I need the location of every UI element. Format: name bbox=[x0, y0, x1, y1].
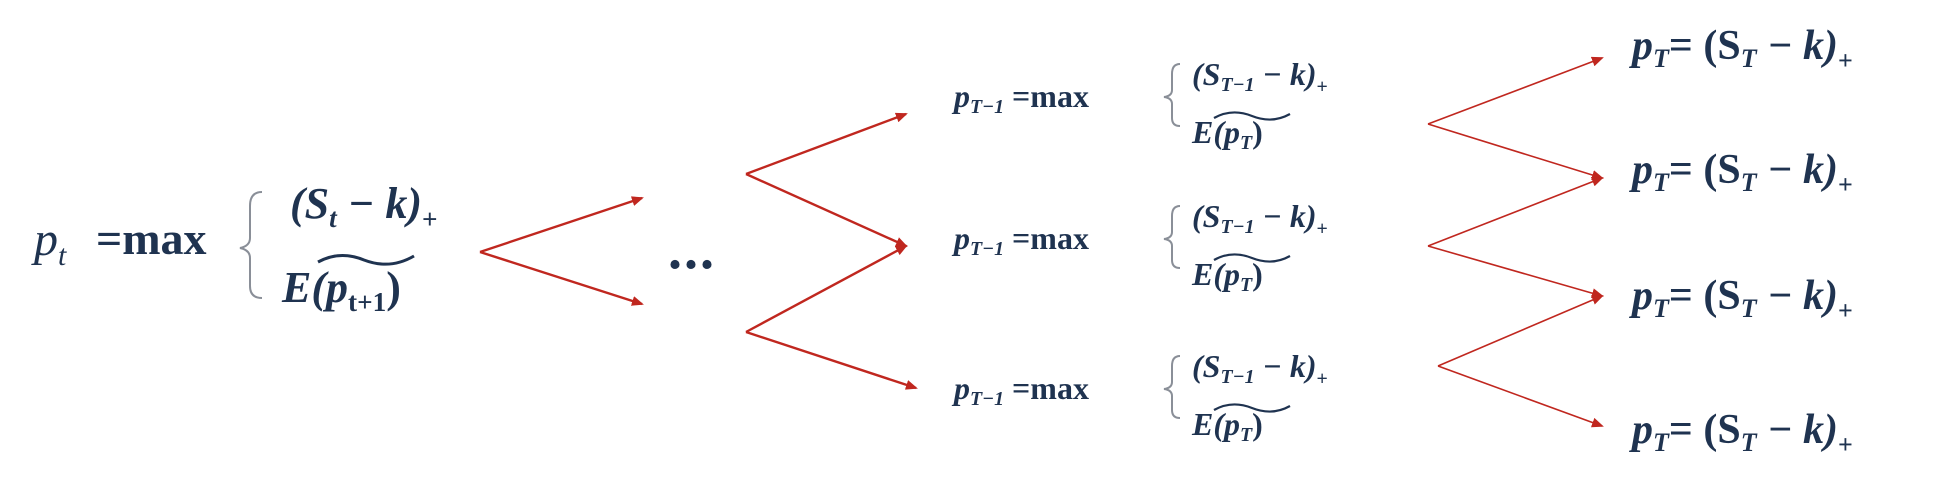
leaf-node-1: pT= (ST − k)+ bbox=[1632, 23, 1853, 75]
arrow-mid1-leaf2 bbox=[1427, 123, 1604, 180]
mid-node-2-payoff: (ST−1 − k)+ bbox=[1192, 198, 1328, 240]
root-brace bbox=[239, 191, 263, 299]
mid3-tilde bbox=[1213, 403, 1291, 413]
leaf-node-3: pT= (ST − k)+ bbox=[1632, 273, 1853, 325]
leaf-node-4: pT= (ST − k)+ bbox=[1632, 407, 1853, 459]
arrow-mid2-leaf3 bbox=[1427, 245, 1604, 299]
mid-node-2-label: pT−1 =max bbox=[954, 220, 1089, 261]
root-exercise-payoff: (St − k)+ bbox=[290, 179, 438, 235]
arrow-mid1-leaf1 bbox=[1427, 56, 1604, 125]
mid-node-3-label: pT−1 =max bbox=[954, 370, 1089, 411]
leaf-node-2: pT= (ST − k)+ bbox=[1632, 147, 1853, 199]
mid-brace-1 bbox=[1163, 63, 1181, 127]
mid2-tilde bbox=[1213, 253, 1291, 263]
arrow-mid3-leaf3 bbox=[1437, 295, 1604, 367]
root-value-label: pt bbox=[34, 213, 67, 272]
mid1-tilde bbox=[1213, 111, 1291, 121]
arrow-mid3-leaf4 bbox=[1437, 365, 1604, 428]
arrow-to-mid1 bbox=[745, 112, 908, 176]
mid-node-1-payoff: (ST−1 − k)+ bbox=[1192, 56, 1328, 98]
mid-brace-2 bbox=[1163, 205, 1181, 269]
mid-node-2-continuation: E(pT) bbox=[1192, 256, 1263, 297]
mid-node-3-payoff: (ST−1 − k)+ bbox=[1192, 348, 1328, 390]
root-tilde bbox=[317, 254, 415, 266]
arrow-mid2-leaf2 bbox=[1427, 176, 1604, 247]
mid-node-1-continuation: E(pT) bbox=[1192, 114, 1263, 155]
arrow-to-mid2-a bbox=[745, 172, 908, 248]
ellipsis: ... bbox=[668, 219, 716, 281]
arrow-to-mid2-b bbox=[745, 244, 908, 334]
mid-brace-3 bbox=[1163, 355, 1181, 419]
mid-node-3-continuation: E(pT) bbox=[1192, 406, 1263, 447]
arrow-root-up bbox=[479, 196, 644, 254]
root-continuation-value: E(pt+1) bbox=[282, 263, 401, 317]
root-max-operator: =max bbox=[96, 213, 207, 264]
arrow-root-down bbox=[479, 250, 644, 306]
mid-node-1-label: pT−1 =max bbox=[954, 78, 1089, 119]
arrow-to-mid3 bbox=[745, 330, 918, 390]
